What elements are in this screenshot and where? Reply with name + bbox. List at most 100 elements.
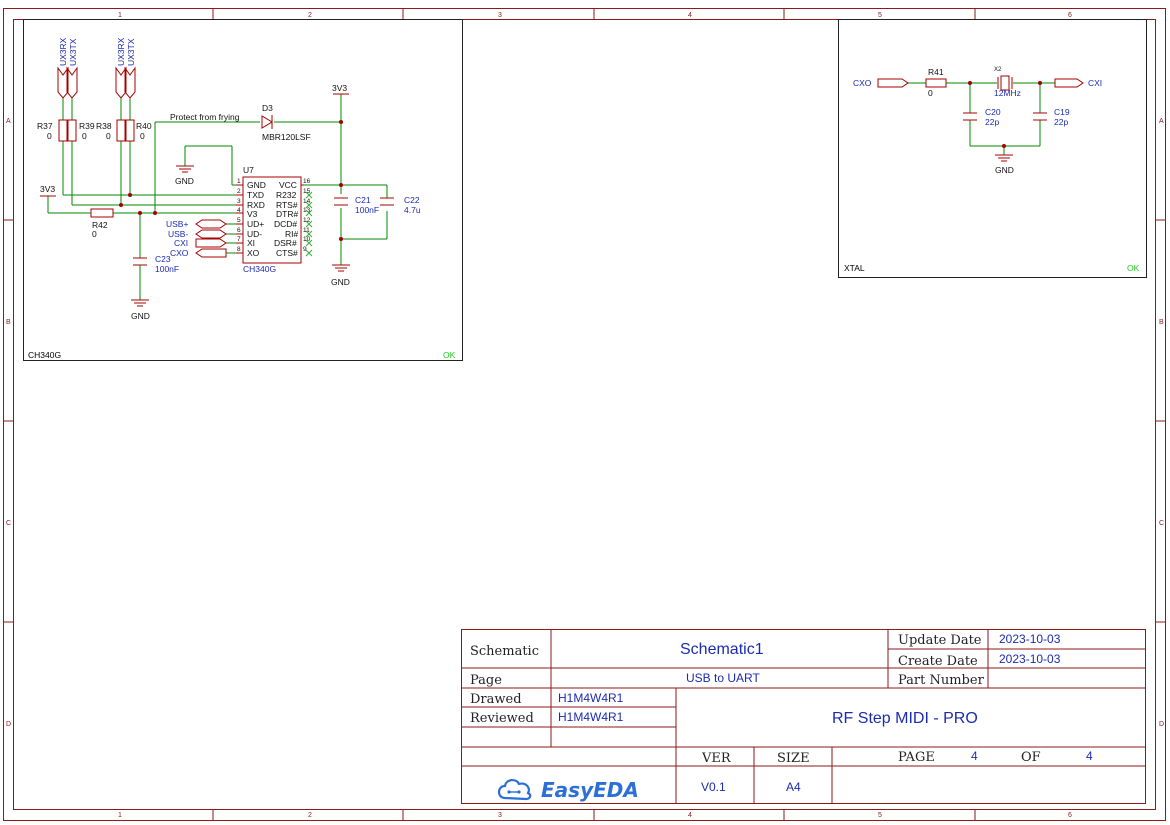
zone-labels: 1 2 3 4 5 6 1 2 3 4 5 6 A B C D A B C D xyxy=(6,12,1164,819)
net-flag-ux3tx-2: UX3TX xyxy=(124,38,136,99)
ch340g-block[interactable]: CH340G OK UX3RX UX3TX UX3RX UX3TX xyxy=(23,19,463,361)
wires-ch340 xyxy=(47,94,388,300)
net-label-cxi: CXI xyxy=(174,238,227,248)
gnd-xtal: GND xyxy=(995,154,1014,175)
zone-row-b: B xyxy=(6,319,11,326)
svg-text:6: 6 xyxy=(237,227,241,234)
tb-schematic-value: Schematic1 xyxy=(680,641,764,658)
svg-text:3: 3 xyxy=(237,198,241,205)
capacitor-c20: C20 22p xyxy=(963,107,1001,127)
svg-text:3V3: 3V3 xyxy=(40,184,55,194)
svg-text:R40: R40 xyxy=(136,121,152,131)
svg-text:V3: V3 xyxy=(247,209,258,219)
svg-text:0: 0 xyxy=(92,229,97,239)
svg-text:GND: GND xyxy=(131,311,150,321)
svg-text:C20: C20 xyxy=(985,107,1001,117)
svg-text:TXD: TXD xyxy=(247,190,264,200)
tb-project: RF Step MIDI - PRO xyxy=(832,710,978,727)
svg-text:R232: R232 xyxy=(276,190,297,200)
svg-text:DCD#: DCD# xyxy=(274,219,297,229)
ic-u7-left-pins: 1 GND 2 TXD 3 RXD 4 V3 5 UD+ 6 UD- 7 XI … xyxy=(236,178,266,258)
svg-text:U7: U7 xyxy=(243,165,254,175)
zone-row-d-right: D xyxy=(1159,721,1164,728)
net-label-cxo: CXO xyxy=(170,248,227,258)
tb-size-label: SIZE xyxy=(777,751,810,766)
svg-text:22p: 22p xyxy=(1054,117,1068,127)
svg-text:3V3: 3V3 xyxy=(332,83,347,93)
tb-page-value: USB to UART xyxy=(686,671,760,685)
svg-text:R41: R41 xyxy=(928,67,944,77)
zone-row-c: C xyxy=(6,520,11,527)
tb-update-value: 2023-10-03 xyxy=(999,632,1061,646)
resistor-r37: R37 0 xyxy=(37,119,68,142)
zone-col-6-bottom: 6 xyxy=(1068,812,1072,819)
resistor-r41: R41 0 xyxy=(925,67,947,98)
svg-text:DSR#: DSR# xyxy=(274,238,297,248)
svg-text:R37: R37 xyxy=(37,121,53,131)
tb-page-no-value: 4 xyxy=(971,749,978,763)
net-label-usb-minus: USB- xyxy=(168,229,227,239)
net-flag-ux3tx-1: UX3TX xyxy=(66,38,78,99)
tb-page-no-label: PAGE xyxy=(898,750,935,765)
svg-text:MBR120LSF: MBR120LSF xyxy=(262,132,311,142)
zone-col-4-bottom: 4 xyxy=(688,812,692,819)
xtal-block[interactable]: XTAL OK CXO CXI R41 xyxy=(838,19,1147,278)
tb-drawed-value: H1M4W4R1 xyxy=(558,691,624,705)
tb-ver-label: VER xyxy=(701,751,732,766)
cloud-icon xyxy=(497,779,532,801)
zone-col-4: 4 xyxy=(688,12,692,19)
svg-text:0: 0 xyxy=(82,131,87,141)
title-block: Schematic Schematic1 Update Date 2023-10… xyxy=(461,629,1146,804)
tb-part-number-label: Part Number xyxy=(898,673,985,688)
ic-u7-right-pins: 16 VCC 15 R232 14 RTS# 13 DTR# 12 DCD# 1… xyxy=(274,178,313,258)
svg-text:RXD: RXD xyxy=(247,200,265,210)
zone-row-d: D xyxy=(6,721,11,728)
svg-text:RI#: RI# xyxy=(285,229,299,239)
svg-text:CH340G: CH340G xyxy=(243,264,276,274)
svg-text:GND: GND xyxy=(247,180,266,190)
svg-text:CXO: CXO xyxy=(853,78,872,88)
svg-text:D3: D3 xyxy=(262,103,273,113)
svg-text:8: 8 xyxy=(237,246,241,253)
svg-text:UX3RX: UX3RX xyxy=(116,37,126,66)
gnd-c23: GND xyxy=(131,299,150,321)
svg-text:C19: C19 xyxy=(1054,107,1070,117)
resistor-r38: R38 0 xyxy=(96,119,126,142)
net-label-xtal-cxo: CXO xyxy=(853,78,909,88)
tb-update-label: Update Date xyxy=(898,633,982,648)
svg-text:9: 9 xyxy=(303,246,307,253)
net-label-xtal-cxi: CXI xyxy=(1054,78,1102,88)
tb-of-value: 4 xyxy=(1086,749,1093,763)
svg-text:16: 16 xyxy=(303,178,311,185)
svg-text:4.7u: 4.7u xyxy=(404,205,421,215)
svg-text:GND: GND xyxy=(995,165,1014,175)
zone-col-1-bottom: 1 xyxy=(118,812,122,819)
svg-text:CTS#: CTS# xyxy=(276,248,298,258)
capacitor-c22: C22 4.7u xyxy=(380,195,421,215)
zone-col-2-bottom: 2 xyxy=(308,812,312,819)
svg-text:0: 0 xyxy=(106,131,111,141)
net-label-usb-plus: USB+ xyxy=(166,219,227,229)
svg-text:12: 12 xyxy=(303,217,311,224)
svg-text:10: 10 xyxy=(303,236,311,243)
svg-text:C23: C23 xyxy=(155,254,171,264)
sheet-frame xyxy=(3,8,1166,821)
svg-text:CXI: CXI xyxy=(174,238,188,248)
zone-row-b-right: B xyxy=(1159,319,1164,326)
tb-of-label: OF xyxy=(1021,750,1041,765)
tb-reviewed-value: H1M4W4R1 xyxy=(558,710,624,724)
block-name-ch340g: CH340G xyxy=(28,350,61,360)
svg-text:14: 14 xyxy=(303,198,311,205)
svg-text:7: 7 xyxy=(237,236,241,243)
svg-text:UX3RX: UX3RX xyxy=(58,37,68,66)
svg-text:12MHz: 12MHz xyxy=(994,88,1021,98)
svg-text:15: 15 xyxy=(303,188,311,195)
tb-ver-value: V0.1 xyxy=(701,780,726,794)
svg-text:USB+: USB+ xyxy=(166,219,188,229)
svg-text:GND: GND xyxy=(175,176,194,186)
svg-text:CXO: CXO xyxy=(170,248,189,258)
zone-col-5: 5 xyxy=(878,12,882,19)
svg-text:UD+: UD+ xyxy=(247,219,264,229)
zone-col-1: 1 xyxy=(118,12,122,19)
no-connect-marks xyxy=(305,191,313,257)
